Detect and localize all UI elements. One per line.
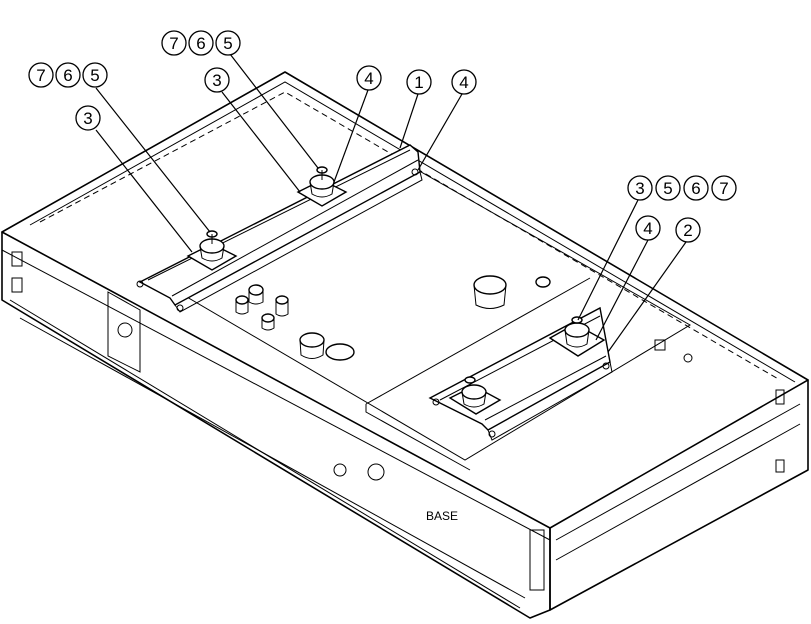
callout-4-lower: 4	[635, 215, 661, 241]
callout-5: 5	[223, 34, 232, 53]
callout-5: 5	[90, 66, 99, 85]
svg-text:1: 1	[414, 73, 423, 92]
base-frame	[1, 71, 809, 619]
callout-4-upper: 4	[356, 65, 382, 91]
svg-text:2: 2	[683, 221, 692, 240]
callout-3: 3	[635, 179, 644, 198]
svg-text:3: 3	[83, 109, 92, 128]
svg-text:4: 4	[364, 69, 373, 88]
callout-3-upper: 3	[204, 67, 230, 93]
svg-text:4: 4	[643, 219, 652, 238]
isolator-mount-a	[186, 230, 238, 271]
callout-5: 5	[663, 179, 672, 198]
isolator-mount-b	[296, 166, 348, 207]
callout-1: 1	[406, 69, 432, 95]
floor-plate	[174, 159, 693, 471]
callout-6: 6	[691, 179, 700, 198]
callout-7: 7	[719, 179, 728, 198]
callout-group-765-left: 7 6 5	[28, 62, 108, 88]
callout-3-left: 3	[75, 105, 101, 131]
callout-6: 6	[63, 66, 72, 85]
svg-text:3: 3	[212, 71, 221, 90]
callout-group-765-upper: 7 6 5	[161, 30, 241, 56]
callout-7: 7	[169, 34, 178, 53]
isolator-mount-d	[448, 376, 502, 415]
callout-7: 7	[36, 66, 45, 85]
mounting-rail-1	[136, 144, 423, 313]
svg-text:4: 4	[459, 73, 468, 92]
callout-4-right: 4	[451, 69, 477, 95]
isolator-mount-c	[548, 316, 606, 357]
callout-6: 6	[196, 34, 205, 53]
callout-2: 2	[675, 217, 701, 243]
leader-lines	[95, 53, 687, 353]
base-label: BASE	[426, 509, 458, 523]
callout-group-3567: 3 5 6 7	[627, 175, 737, 201]
